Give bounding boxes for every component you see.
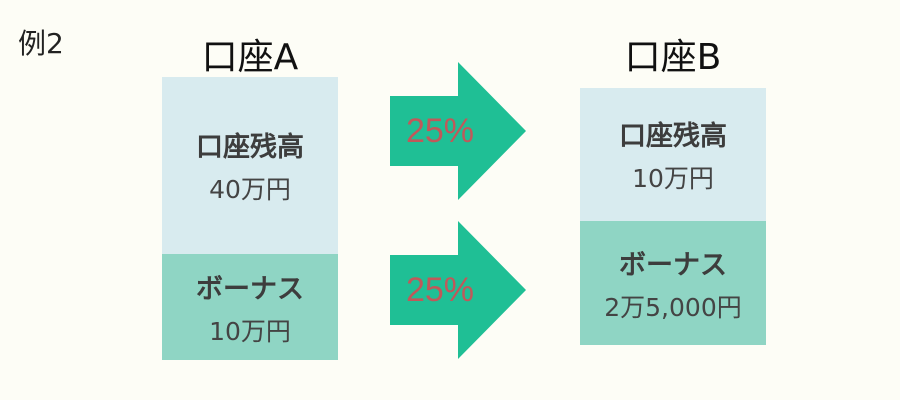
- account-a-title: 口座A: [201, 37, 299, 78]
- account-b-bonus-label: ボーナス: [619, 249, 727, 281]
- account-b-balance-box: 口座残高 10万円: [580, 88, 766, 221]
- account-b-balance-value: 10万円: [632, 164, 714, 193]
- arrow-bonus-percent: 25%: [405, 271, 475, 309]
- account-a-balance-value: 40万円: [209, 175, 291, 204]
- account-b-balance-label: 口座残高: [619, 121, 727, 152]
- arrow-balance-transfer: 25%: [390, 62, 526, 200]
- right-arrow-icon: [390, 221, 526, 359]
- account-b-bonus-value: 2万5,000円: [604, 292, 742, 322]
- right-arrow-icon: [390, 62, 526, 200]
- arrow-balance-percent: 25%: [405, 112, 475, 150]
- account-a-balance-label: 口座残高: [196, 132, 304, 163]
- account-a-bonus-label: ボーナス: [196, 273, 304, 305]
- account-a-bonus-box: ボーナス 10万円: [162, 254, 338, 360]
- arrow-bonus-transfer: 25%: [390, 221, 526, 359]
- example-label: 例2: [18, 27, 64, 60]
- account-b-title: 口座B: [624, 37, 722, 78]
- account-b-bonus-box: ボーナス 2万5,000円: [580, 221, 766, 345]
- account-a-bonus-value: 10万円: [209, 316, 291, 346]
- account-a-balance-box: 口座残高 40万円: [162, 77, 338, 254]
